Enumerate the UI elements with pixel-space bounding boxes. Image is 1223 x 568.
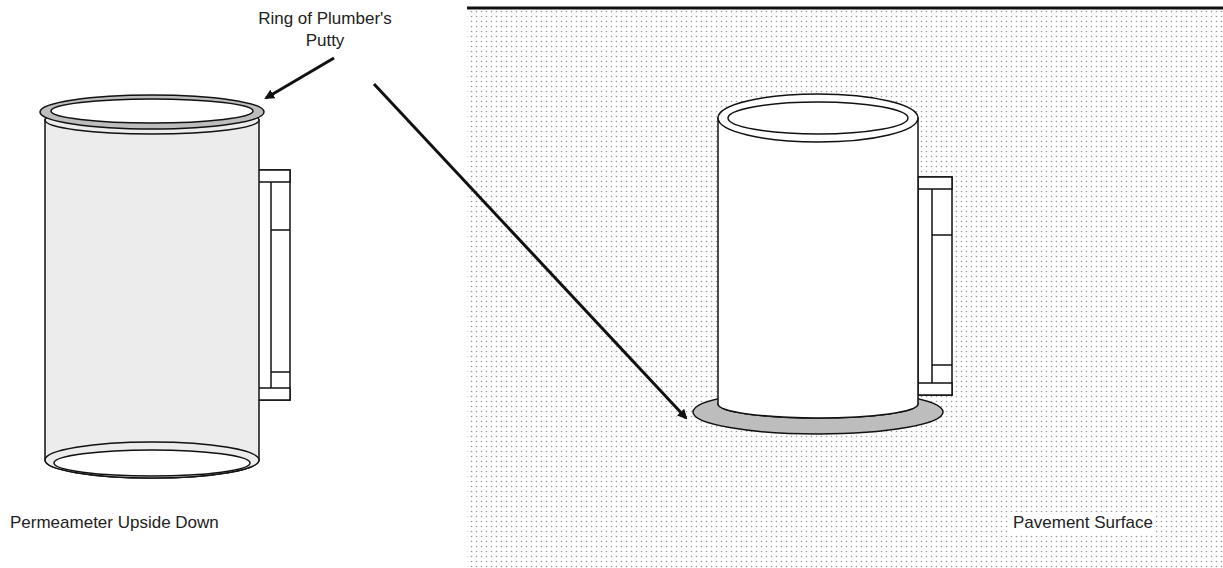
permeameter-on-pavement bbox=[693, 94, 952, 434]
callout-label: Ring of Plumber's Putty bbox=[255, 8, 395, 52]
surface-label: Pavement Surface bbox=[1010, 512, 1156, 534]
permeameter-upside-down bbox=[40, 95, 290, 478]
leader-arrow bbox=[266, 58, 686, 418]
pavement-surface bbox=[467, 8, 1223, 568]
figure-caption: Permeameter Upside Down bbox=[10, 512, 270, 534]
